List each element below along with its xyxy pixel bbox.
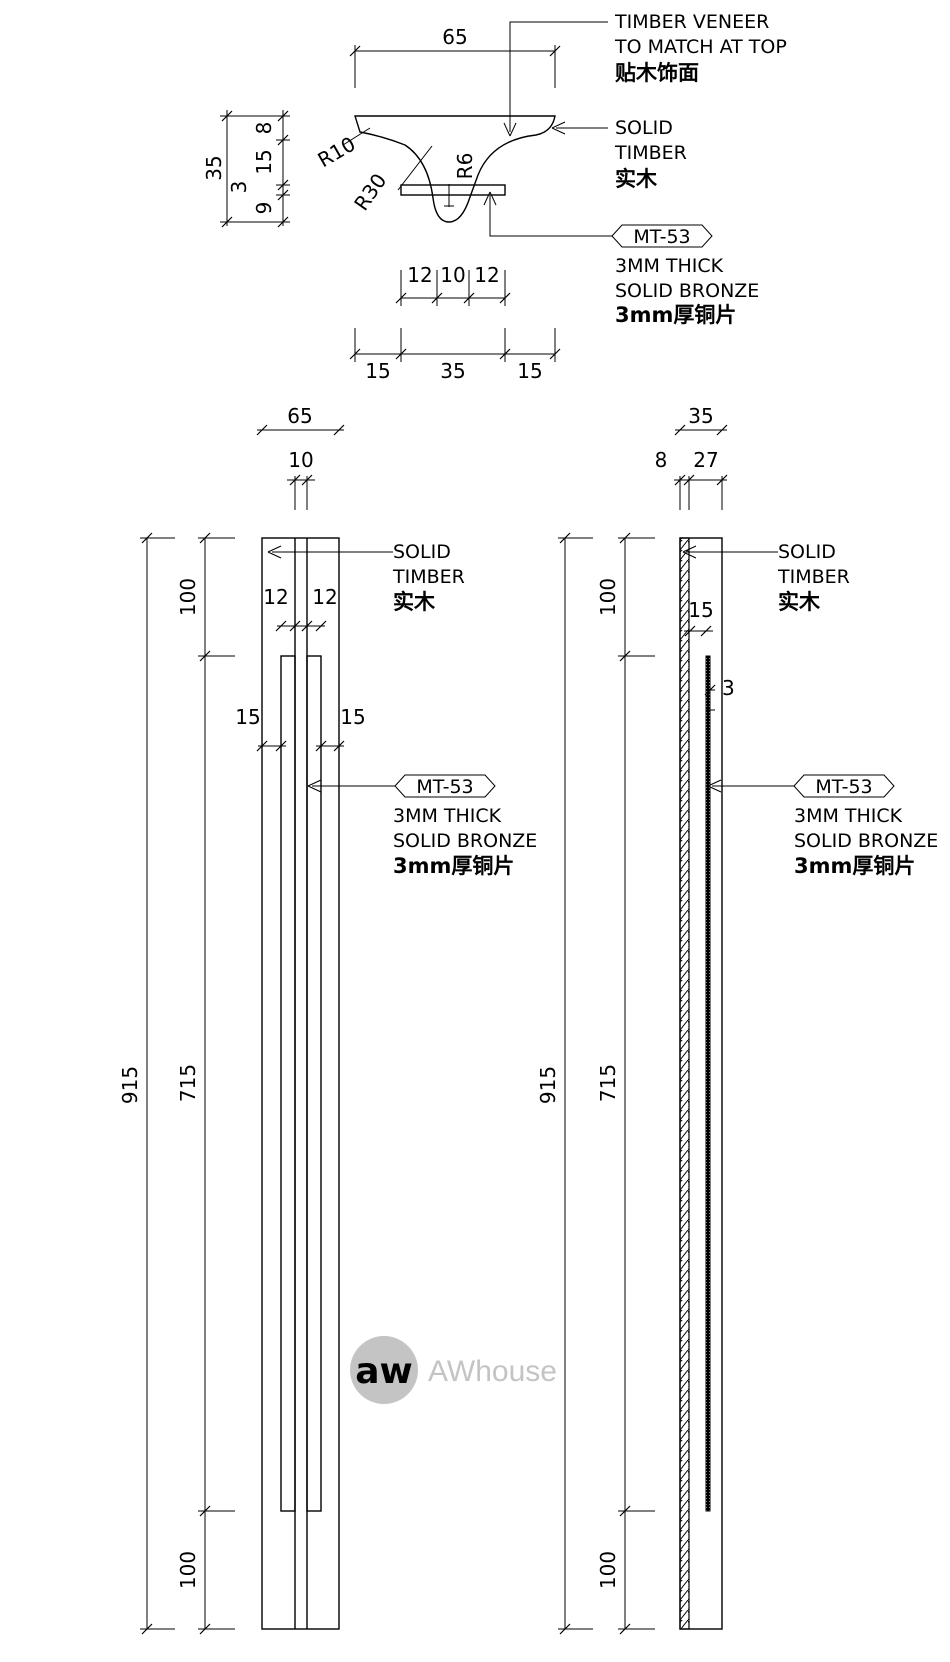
dim-10: 10 bbox=[440, 263, 465, 287]
section-timber-line2: TIMBER bbox=[614, 142, 687, 164]
side-dim-15: 15 bbox=[688, 598, 713, 622]
side-outline bbox=[679, 537, 723, 1630]
side-veneer-hatch bbox=[679, 537, 690, 1630]
dim-15-right: 15 bbox=[517, 359, 542, 383]
veneer-note-cn: 贴木饰面 bbox=[615, 61, 699, 85]
front-dim-15-left: 15 bbox=[235, 705, 260, 729]
front-bronze-line1: 3MM THICK bbox=[393, 805, 502, 827]
awhouse-watermark: aw AWhouse bbox=[350, 1336, 557, 1404]
front-view: 65 10 12 12 15 15 915 bbox=[118, 404, 537, 1635]
front-dim-100-bottom: 100 bbox=[176, 1551, 200, 1589]
side-dim-27: 27 bbox=[693, 448, 718, 472]
section-bronze-cn: 3mm厚铜片 bbox=[615, 303, 736, 327]
side-view: 35 8 27 15 3 915 100 bbox=[536, 404, 938, 1635]
side-bronze-cn: 3mm厚铜片 bbox=[794, 854, 915, 878]
front-dim-715: 715 bbox=[176, 1064, 200, 1102]
side-dim-915: 915 bbox=[536, 1066, 560, 1104]
side-timber-cn: 实木 bbox=[778, 590, 821, 614]
front-bronze-tag: MT-53 bbox=[416, 776, 473, 798]
dim-9-height: 9 bbox=[252, 202, 276, 215]
front-dim-915: 915 bbox=[118, 1066, 142, 1104]
side-dim-8: 8 bbox=[655, 448, 668, 472]
side-bronze-tag: MT-53 bbox=[815, 776, 872, 798]
section-bronze-tag: MT-53 bbox=[633, 226, 690, 248]
dim-15-left: 15 bbox=[365, 359, 390, 383]
section-timber-cn: 实木 bbox=[615, 167, 658, 191]
front-bronze-cn: 3mm厚铜片 bbox=[393, 854, 514, 878]
section-bronze-line1: 3MM THICK bbox=[615, 255, 724, 277]
front-dim-10: 10 bbox=[288, 448, 313, 472]
veneer-note-line2: TO MATCH AT TOP bbox=[614, 36, 787, 58]
front-dim-65: 65 bbox=[287, 404, 312, 428]
front-outline bbox=[261, 537, 340, 1630]
dim-3-height: 3 bbox=[227, 181, 251, 194]
dim-15-height: 15 bbox=[252, 149, 276, 174]
front-bronze-right bbox=[306, 655, 322, 1512]
side-bronze-strip bbox=[705, 655, 711, 1512]
side-timber-line1: SOLID bbox=[778, 541, 836, 563]
side-dim-35: 35 bbox=[688, 404, 713, 428]
front-dim-15-right: 15 bbox=[340, 705, 365, 729]
front-timber-cn: 实木 bbox=[393, 590, 436, 614]
front-timber-line1: SOLID bbox=[393, 541, 451, 563]
section-bronze-line2: SOLID BRONZE bbox=[615, 280, 759, 302]
awhouse-text: AWhouse bbox=[428, 1355, 557, 1388]
veneer-note-line1: TIMBER VENEER bbox=[614, 11, 769, 33]
bronze-plate-section bbox=[400, 184, 506, 196]
side-dim-100-bottom: 100 bbox=[596, 1551, 620, 1589]
front-bronze-left bbox=[280, 655, 296, 1512]
front-timber-line2: TIMBER bbox=[392, 566, 465, 588]
awhouse-logo-icon bbox=[350, 1336, 418, 1404]
side-dim-715: 715 bbox=[596, 1064, 620, 1102]
dim-35: 35 bbox=[440, 359, 465, 383]
dim-r6: R6 bbox=[453, 153, 477, 180]
dim-r10: R10 bbox=[313, 132, 359, 172]
front-bronze-line2: SOLID BRONZE bbox=[393, 830, 537, 852]
side-bronze-line1: 3MM THICK bbox=[794, 805, 903, 827]
dim-r30: R30 bbox=[349, 169, 391, 215]
front-dim-100-top: 100 bbox=[176, 578, 200, 616]
side-bronze-line2: SOLID BRONZE bbox=[794, 830, 938, 852]
dim-12-left: 12 bbox=[407, 263, 432, 287]
side-dim-100-top: 100 bbox=[596, 578, 620, 616]
front-dim-12-left: 12 bbox=[263, 585, 288, 609]
side-timber-line2: TIMBER bbox=[777, 566, 850, 588]
front-dim-12-right: 12 bbox=[312, 585, 337, 609]
dim-35-height: 35 bbox=[202, 155, 226, 180]
dim-12-right: 12 bbox=[474, 263, 499, 287]
dim-65-top: 65 bbox=[442, 25, 467, 49]
section-detail: 65 35 3 8 15 9 R10 R30 R6 bbox=[202, 11, 787, 383]
side-dim-3: 3 bbox=[722, 676, 735, 700]
section-profile bbox=[354, 115, 556, 223]
awhouse-logo-glyph: aw bbox=[355, 1351, 413, 1392]
dim-8-height: 8 bbox=[252, 122, 276, 135]
section-timber-line1: SOLID bbox=[615, 117, 673, 139]
